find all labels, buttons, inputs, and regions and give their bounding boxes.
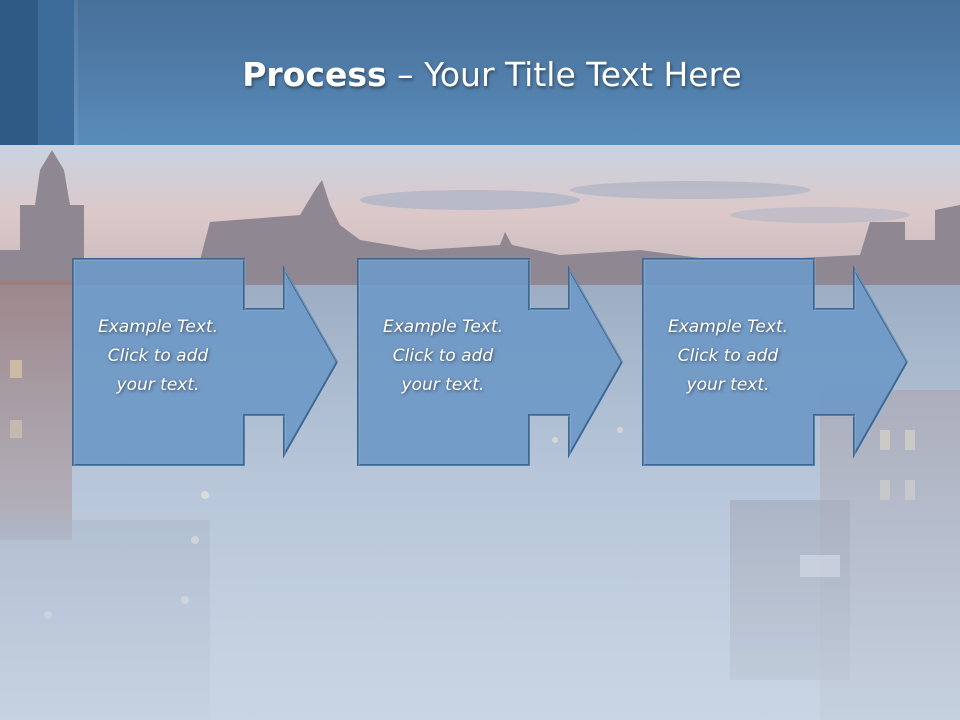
title-bar: Process – Your Title Text Here [0,0,960,145]
process-step-3-line-1: Example Text. [667,317,789,337]
process-arrow-shape [357,258,624,467]
process-step-1[interactable]: Example Text. Click to add your text. [71,257,367,467]
process-step-1-text[interactable]: Example Text. Click to add your text. [71,313,245,400]
process-step-3[interactable]: Example Text. Click to add your text. [641,257,937,467]
header-accent-stripe [0,0,38,145]
process-step-1-line-3: your text. [116,375,200,395]
process-step-2[interactable]: Example Text. Click to add your text. [356,257,652,467]
process-step-3-line-2: Click to add [677,346,779,366]
process-step-2-line-1: Example Text. [382,317,504,337]
slide-title-bold: Process [242,55,387,94]
process-arrow-shape [72,258,339,467]
header-accent-stripe-light [38,0,74,145]
slide-title-rest: – Your Title Text Here [386,55,742,94]
process-step-2-text[interactable]: Example Text. Click to add your text. [356,313,530,400]
process-step-2-line-3: your text. [401,375,485,395]
process-step-1-line-2: Click to add [107,346,209,366]
process-step-2-line-2: Click to add [392,346,494,366]
slide-title[interactable]: Process – Your Title Text Here [74,54,910,96]
process-step-1-line-1: Example Text. [97,317,219,337]
header-accent-line [74,0,78,145]
process-arrow-shape [642,258,909,467]
process-step-3-text[interactable]: Example Text. Click to add your text. [641,313,815,400]
process-step-3-line-3: your text. [686,375,770,395]
